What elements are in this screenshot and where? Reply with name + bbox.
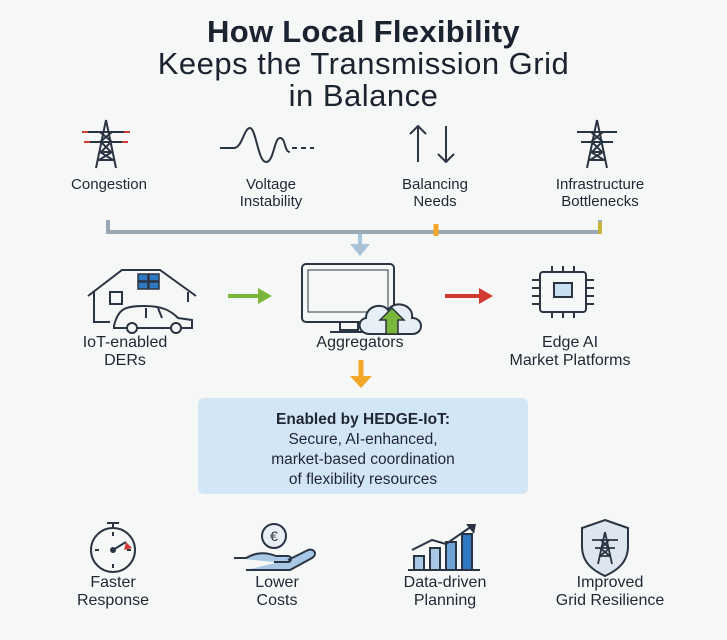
- enabler-line-3: of flexibility resources: [288, 471, 438, 488]
- chip-icon: [532, 266, 594, 318]
- red-arrow-icon: [445, 288, 493, 304]
- stopwatch-icon: [90, 522, 136, 573]
- bar-chart-icon: [408, 524, 480, 571]
- challenge-label-congestion: Congestion: [71, 176, 147, 193]
- transmission-tower-icon: [577, 119, 617, 169]
- enabler-heading: Enabled by HEDGE-IoT:: [276, 411, 450, 428]
- hand-coin-icon: €: [234, 523, 316, 571]
- house-ev-icon: [87, 269, 197, 334]
- shield-tower-icon: [581, 518, 629, 578]
- orange-down-arrow-icon: [350, 360, 372, 388]
- connector-bracket: [106, 220, 602, 256]
- enabler-line-1: Secure, AI-enhanced,: [288, 431, 438, 448]
- green-arrow-icon: [228, 288, 272, 304]
- title-line-3: in Balance: [288, 78, 439, 113]
- title-line-1: How Local Flexibility: [207, 14, 520, 49]
- transmission-tower-icon: [82, 119, 130, 169]
- svg-text:€: €: [270, 528, 278, 544]
- voltage-wave-icon: [220, 126, 314, 164]
- title-line-2: Keeps the Transmission Grid: [157, 46, 570, 81]
- up-down-arrows-icon: [409, 124, 455, 164]
- enabler-line-2: market-based coordination: [271, 451, 455, 468]
- monitor-cloud-icon: [301, 263, 422, 335]
- flow-label-aggregators: Aggregators: [316, 334, 404, 351]
- enabler-box: Enabled by HEDGE-IoT: Secure, AI-enhance…: [198, 398, 528, 494]
